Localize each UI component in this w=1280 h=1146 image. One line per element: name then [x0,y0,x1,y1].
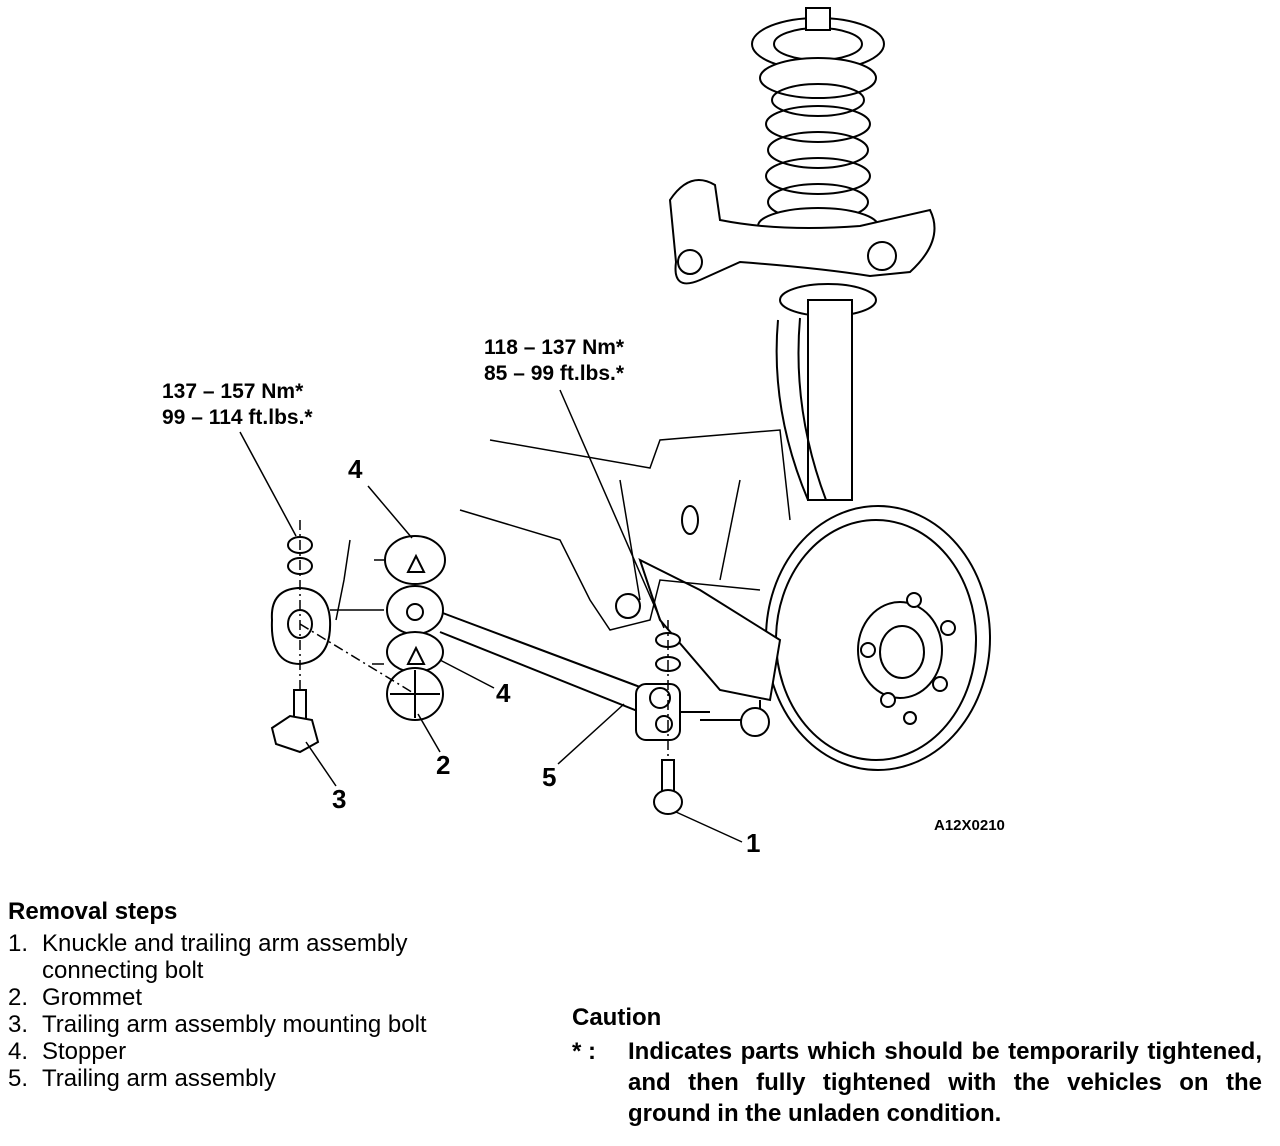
torque-left-imperial: 99 – 114 ft.lbs.* [162,406,313,429]
step-text: Trailing arm assembly mounting bolt [42,1011,427,1038]
trailing-arm-mount [270,520,384,754]
exploded-suspension-diagram: 137 – 157 Nm* 99 – 114 ft.lbs.* 118 – 13… [162,7,1005,858]
removal-steps-list: 1. Knuckle and trailing arm assembly conn… [8,930,528,1092]
step-text: Trailing arm assembly [42,1065,276,1092]
list-item: 4. Stopper [8,1038,528,1065]
step-number: 2. [8,984,29,1011]
callout-3-mounting-bolt: 3 [332,784,346,814]
callout-2-grommet: 2 [436,750,450,780]
callout-1-connecting-bolt: 1 [746,828,760,858]
body-crossmember [459,429,791,631]
caution-note: Caution * : Indicates parts which should… [572,1004,1262,1129]
torque-right-metric: 118 – 137 Nm* [484,336,625,359]
caution-text: Indicates parts which should be temporar… [628,1038,1262,1127]
trailing-arm-assembly [439,611,710,741]
step-text: Grommet [42,984,143,1011]
step-number: 5. [8,1065,29,1092]
caution-title: Caution [572,1004,662,1031]
step-text: Stopper [42,1038,127,1065]
callout-4-stopper-upper: 4 [348,454,363,484]
callout-4-stopper-lower: 4 [496,678,511,708]
torque-right-imperial: 85 – 99 ft.lbs.* [484,362,625,385]
knuckle-connecting-bolt [653,620,683,815]
removal-steps-title: Removal steps [8,898,178,925]
torque-left-metric: 137 – 157 Nm* [162,380,304,403]
list-item: 2. Grommet [8,984,528,1011]
list-item: 3. Trailing arm assembly mounting bolt [8,1011,528,1038]
step-number: 3. [8,1011,29,1038]
removal-steps: Removal steps 1. Knuckle and trailing arm… [8,898,528,1092]
stoppers-grommets [299,535,446,721]
leader-lines [239,389,743,843]
list-item: 5. Trailing arm assembly [8,1065,528,1092]
callout-5-trailing-arm: 5 [542,762,556,792]
step-text: Knuckle and trailing arm assembly connec… [42,930,408,984]
caution-asterisk: * : [572,1038,596,1065]
figure-code: A12X0210 [934,817,1005,834]
step-number: 1. [8,930,29,957]
step-number: 4. [8,1038,29,1065]
list-item: 1. Knuckle and trailing arm assembly conn… [8,930,528,984]
strut-spring-assembly [668,7,936,501]
caution-row: * : Indicates parts which should be temp… [572,1036,1262,1129]
brake-drum-hub [765,505,991,771]
